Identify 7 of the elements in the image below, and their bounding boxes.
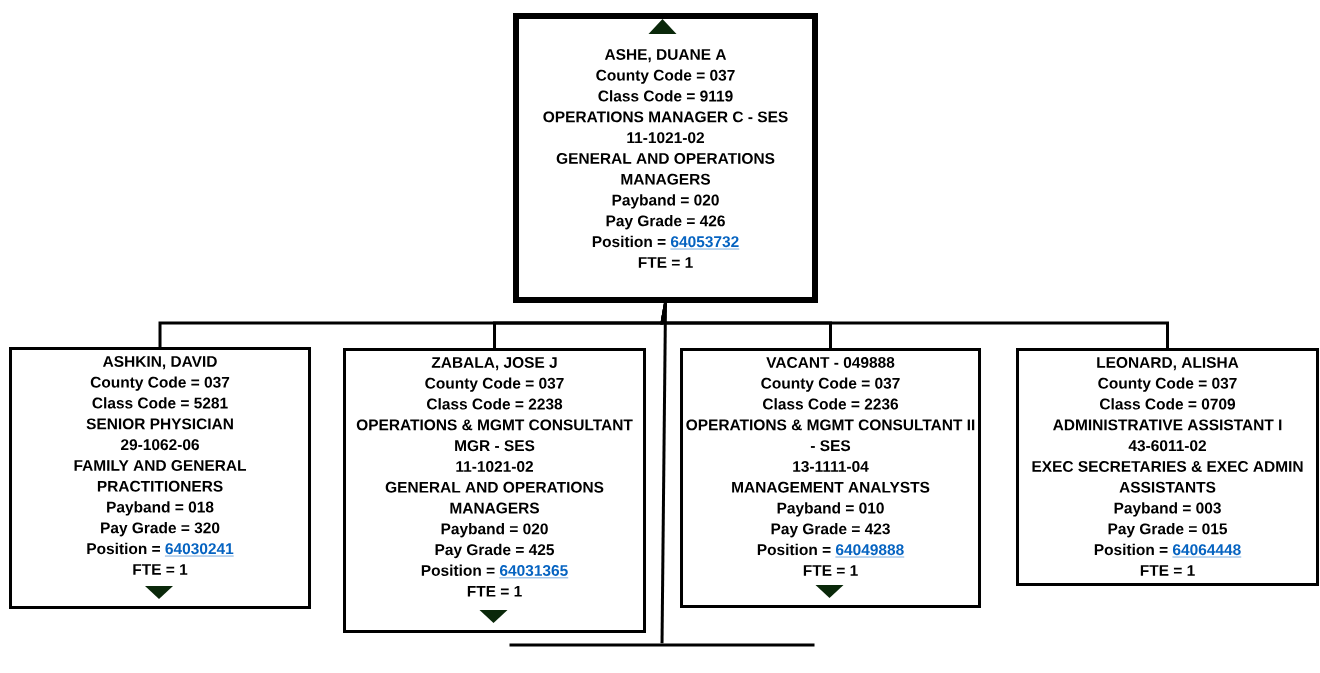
bar-line (509, 643, 815, 647)
position-box: ASHKIN, DAVID County Code = 037 Class Code = 5281 SENIOR PHYSICIAN 29-1062-06 FAMILY AND GENERAL PRACTITIONERS Payband = 018 Pay Grade = 320 Position = 64030241 FTE = 1 (9, 347, 311, 609)
position-box: LEONARD, ALISHA County Code = 037 Class Code = 0709 ADMINISTRATIVE ASSISTANT I 43-6011-02 EXEC SECRETARIES & EXEC ADMIN ASSISTANTS Payband = 003 Pay Grade = 015 Position = 64064448 FTE = 1 (1016, 348, 1319, 586)
connector-line (660, 302, 667, 644)
position-box: ZABALA, JOSE J County Code = 037 Class Code = 2238 OPERATIONS & MGMT CONSULTANT MGR - SES 11-1021-02 GENERAL AND OPERATIONS MANAGERS Payband = 020 Pay Grade = 425 Position = 64031365 FTE = 1 (343, 348, 646, 633)
position-box: ASHE, DUANE A County Code = 037 Class Code = 9119 OPERATIONS MANAGER C - SES 11-1021-02 GENERAL AND OPERATIONS MANAGERS Payband = 020 Pay Grade = 426 Position = 64053732 FTE = 1 (513, 13, 818, 303)
position-box: VACANT - 049888 County Code = 037 Class Code = 2236 OPERATIONS & MGMT CONSULTANT II - SES 13-1111-04 MANAGEMENT ANALYSTS Payband = 010 Pay Grade = 423 Position = 64049888 FTE = 1 (680, 348, 981, 608)
